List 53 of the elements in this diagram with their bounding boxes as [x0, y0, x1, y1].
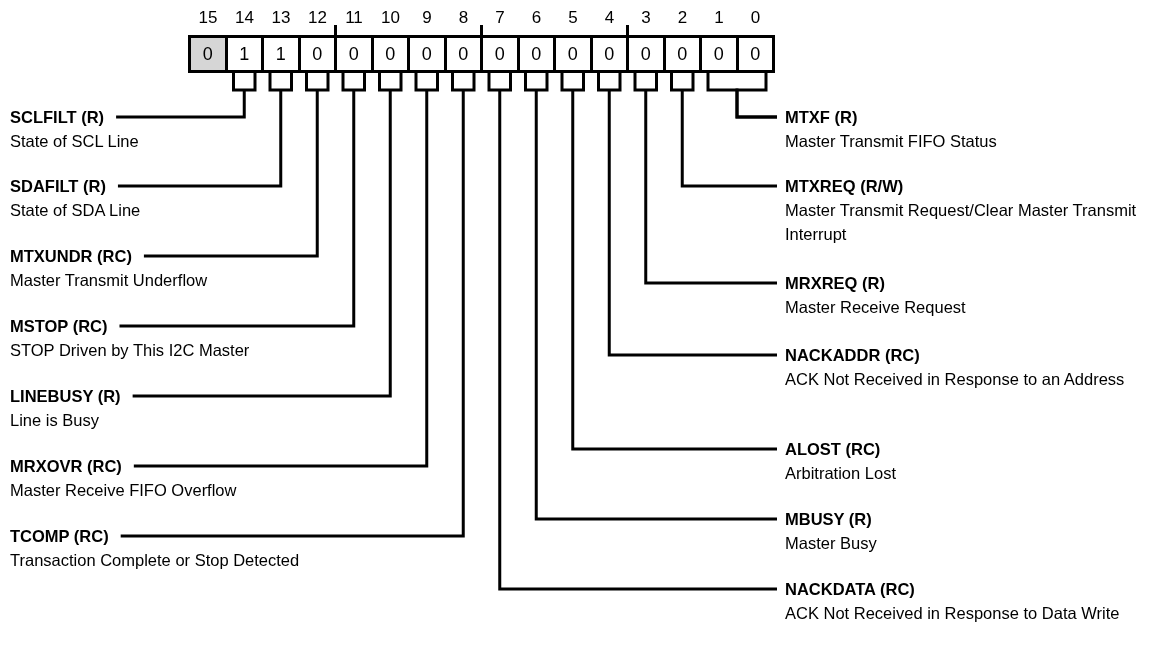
field-name: ALOST (RC): [785, 439, 881, 460]
field-name: MSTOP (RC): [10, 316, 108, 337]
field-description: State of SCL Line: [10, 131, 140, 152]
bit-number: 0: [749, 8, 762, 28]
bit-number: 3: [640, 8, 652, 28]
bit-number: 15: [197, 8, 219, 28]
register-bit-cell: 0: [480, 35, 520, 73]
field-description: Master Transmit FIFO Status: [785, 131, 998, 152]
bit-number: 7: [494, 8, 506, 28]
field-name: NACKADDR (RC): [785, 345, 920, 366]
field-description: Arbitration Lost: [785, 463, 897, 484]
field-name: LINEBUSY (R): [10, 386, 121, 407]
field-description: Master Receive FIFO Overflow: [10, 480, 238, 501]
field-description: Master Transmit Request/Clear Master Transmit Interrupt: [785, 200, 1138, 245]
register-bit-cell: 0: [334, 35, 374, 73]
register-bit-cell: 0: [188, 35, 228, 73]
field-description: Line is Busy: [10, 410, 100, 431]
register-bit-cell: 0: [407, 35, 447, 73]
leader-line: [735, 71, 777, 119]
register-bit-cell: 0: [699, 35, 739, 73]
field-description: STOP Driven by This I2C Master: [10, 340, 251, 361]
register-bit-cell: 0: [626, 35, 666, 73]
bit-number: 14: [234, 8, 255, 28]
bit-number: 2: [676, 8, 689, 28]
field-description: Master Receive Request: [785, 297, 967, 318]
field-name: SCLFILT (R): [10, 107, 105, 128]
field-description: ACK Not Received in Response to an Address: [785, 369, 1126, 390]
field-name: MTXUNDR (RC): [10, 246, 132, 267]
field-name: TCOMP (RC): [10, 526, 109, 547]
field-name: NACKDATA (RC): [785, 579, 915, 600]
field-name: MTXREQ (R/W): [785, 176, 904, 197]
bit-number: 11: [344, 8, 364, 28]
register-bit-cell: 1: [261, 35, 301, 73]
register-bit-cell: 0: [553, 35, 593, 73]
field-name: SDAFILT (R): [10, 176, 106, 197]
bit-number: 6: [530, 8, 543, 28]
bit-number: 10: [380, 8, 401, 28]
field-name: MTXF (R): [785, 107, 858, 128]
bit-number: 1: [713, 8, 725, 28]
bit-number: 9: [421, 8, 433, 28]
field-description: State of SDA Line: [10, 200, 142, 221]
field-name: MBUSY (R): [785, 509, 872, 530]
field-description: ACK Not Received in Response to Data Write: [785, 603, 1121, 624]
bit-number: 4: [603, 8, 616, 28]
bit-number: 13: [270, 8, 292, 28]
bit-number: 12: [307, 8, 328, 28]
bit-number: 5: [567, 8, 579, 28]
field-name: MRXOVR (RC): [10, 456, 122, 477]
field-description: Master Busy: [785, 533, 878, 554]
field-description: Transaction Complete or Stop Detected: [10, 550, 301, 571]
field-description: Master Transmit Underflow: [10, 270, 209, 291]
field-name: MRXREQ (R): [785, 273, 885, 294]
bit-number: 8: [457, 8, 470, 28]
